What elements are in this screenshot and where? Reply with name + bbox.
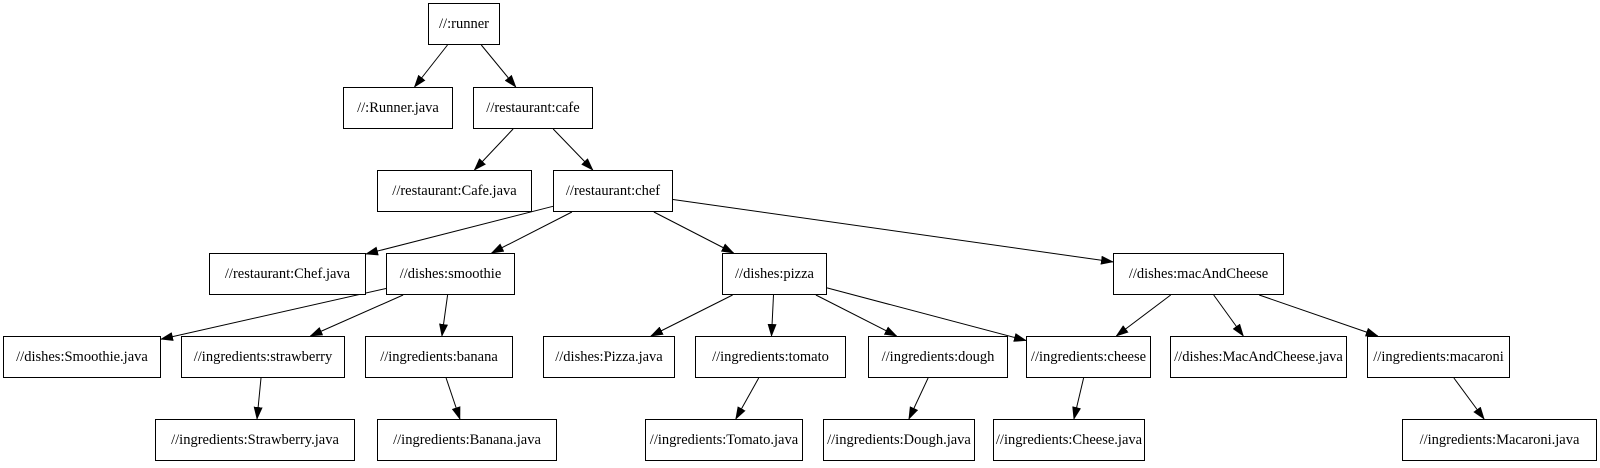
graph-node-mac_and_cheese_java: //dishes:MacAndCheese.java — [1170, 336, 1347, 378]
edge-cafe-to-chef — [552, 128, 594, 171]
graph-node-smoothie_java: //dishes:Smoothie.java — [3, 336, 161, 378]
graph-node-tomato_java: //ingredients:Tomato.java — [645, 419, 803, 461]
edge-pizza-to-pizza_java — [650, 294, 733, 337]
graph-node-tomato: //ingredients:tomato — [695, 336, 846, 378]
edge-smoothie-to-smoothie_java — [160, 288, 387, 341]
graph-node-cheese_java: //ingredients:Cheese.java — [993, 419, 1145, 461]
graph-node-cafe: //restaurant:cafe — [473, 87, 593, 129]
edge-strawberry-to-strawberry_java — [253, 377, 263, 420]
graph-node-chef: //restaurant:chef — [553, 170, 673, 212]
graph-node-strawberry: //ingredients:strawberry — [181, 336, 345, 378]
edge-mac_and_cheese-to-macaroni — [1259, 294, 1379, 337]
graph-node-runner_java: //:Runner.java — [343, 87, 453, 129]
graph-node-pizza_java: //dishes:Pizza.java — [543, 336, 675, 378]
edge-cafe-to-cafe_java — [473, 128, 514, 171]
edge-pizza-to-dough — [815, 294, 898, 337]
graph-node-mac_and_cheese: //dishes:macAndCheese — [1113, 253, 1284, 295]
edge-smoothie-to-strawberry — [309, 294, 404, 337]
edge-pizza-to-tomato — [767, 294, 777, 337]
graph-node-cafe_java: //restaurant:Cafe.java — [377, 170, 532, 212]
graph-node-macaroni_java: //ingredients:Macaroni.java — [1402, 419, 1597, 461]
graph-node-banana: //ingredients:banana — [365, 336, 513, 378]
graph-node-runner: //:runner — [428, 3, 500, 45]
edge-pizza-to-cheese — [826, 287, 1027, 342]
graph-node-chef_java: //restaurant:Chef.java — [209, 253, 366, 295]
graph-node-strawberry_java: //ingredients:Strawberry.java — [155, 419, 355, 461]
edge-chef-to-pizza — [653, 211, 735, 254]
graph-node-macaroni: //ingredients:macaroni — [1367, 336, 1510, 378]
edge-mac_and_cheese-to-mac_and_cheese_java — [1213, 294, 1244, 337]
graph-node-dough: //ingredients:dough — [868, 336, 1008, 378]
edge-dough-to-dough_java — [908, 377, 929, 420]
edge-cheese-to-cheese_java — [1072, 377, 1085, 420]
edge-banana-to-banana_java — [445, 377, 461, 420]
edge-runner-to-cafe — [480, 44, 517, 88]
edge-chef-to-smoothie — [490, 211, 573, 254]
edge-runner-to-runner_java — [413, 44, 448, 88]
edge-smoothie-to-banana — [439, 294, 449, 337]
graph-node-dough_java: //ingredients:Dough.java — [823, 419, 975, 461]
edge-mac_and_cheese-to-cheese — [1115, 294, 1172, 337]
graph-node-pizza: //dishes:pizza — [722, 253, 827, 295]
edge-chef-to-chef_java — [365, 205, 554, 256]
graph-node-smoothie: //dishes:smoothie — [386, 253, 515, 295]
graph-node-cheese: //ingredients:cheese — [1026, 336, 1151, 378]
graph-node-banana_java: //ingredients:Banana.java — [377, 419, 557, 461]
edge-tomato-to-tomato_java — [735, 377, 760, 420]
edge-macaroni-to-macaroni_java — [1453, 377, 1485, 420]
